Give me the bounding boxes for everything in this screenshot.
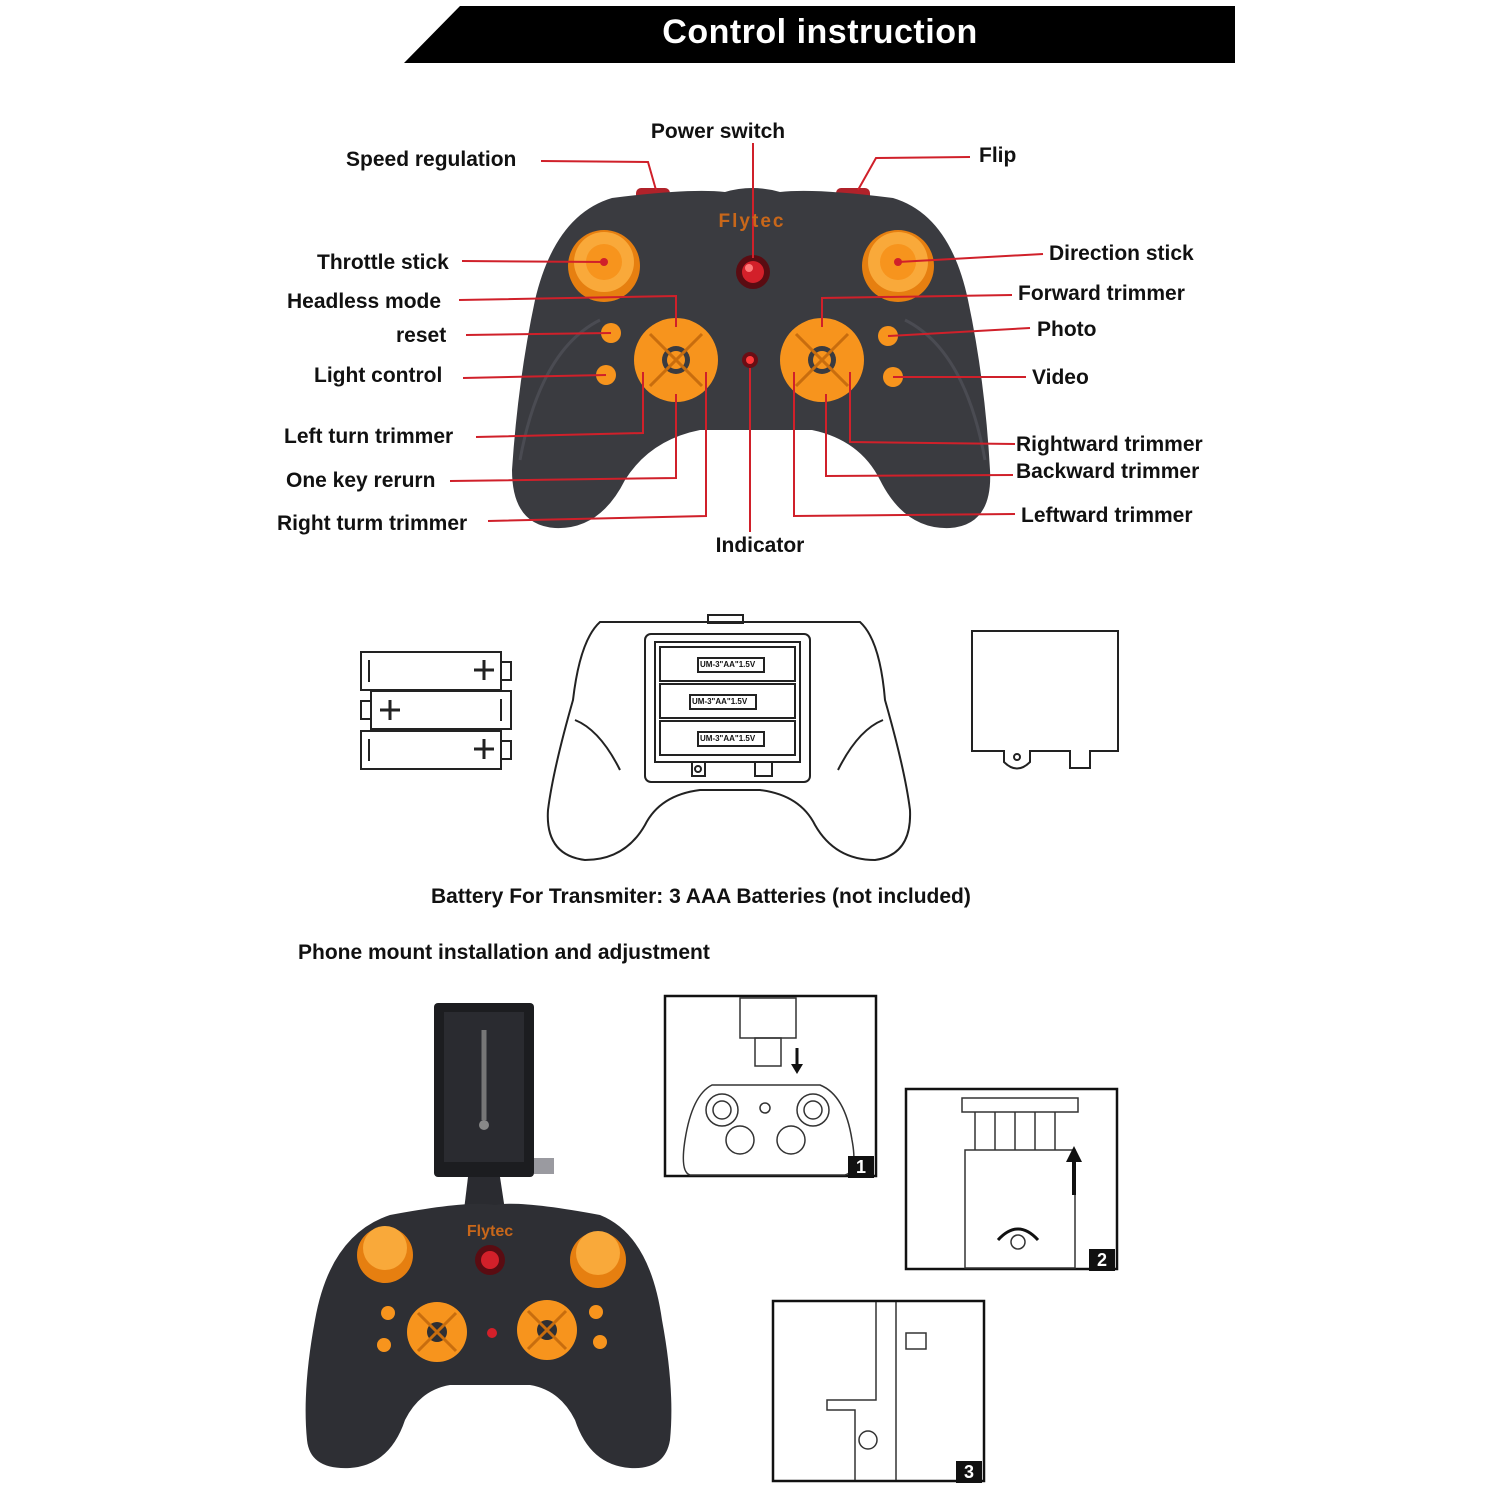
label-headless-mode: Headless mode bbox=[287, 290, 442, 313]
step-badge-2: 2 bbox=[1089, 1249, 1115, 1271]
label-rightward-trimmer: Rightward trimmer bbox=[1016, 433, 1203, 456]
label-speed-regulation: Speed regulation bbox=[346, 148, 517, 171]
label-throttle-stick: Throttle stick bbox=[317, 251, 449, 274]
label-forward-trimmer: Forward trimmer bbox=[1018, 282, 1185, 305]
label-video: Video bbox=[1032, 366, 1089, 389]
callout-lines bbox=[449, 143, 1044, 532]
phone-mount-controller-brand: Flytec bbox=[466, 1223, 514, 1240]
controller-brand: Flytec bbox=[718, 211, 786, 232]
label-light-control: Light control bbox=[314, 364, 443, 387]
page-title: Control instruction bbox=[662, 13, 978, 51]
battery-cell-label-1: UM-3"AA"1.5V bbox=[700, 660, 756, 669]
label-flip: Flip bbox=[979, 144, 1017, 167]
label-reset: reset bbox=[396, 324, 447, 347]
battery-caption: Battery For Transmiter: 3 AAA Batteries … bbox=[431, 885, 971, 908]
label-left-turn-trimmer: Left turn trimmer bbox=[284, 425, 454, 448]
battery-cell-label-3: UM-3"AA"1.5V bbox=[700, 734, 756, 743]
label-power-switch: Power switch bbox=[650, 120, 786, 143]
phone-mount-title: Phone mount installation and adjustment bbox=[298, 941, 710, 964]
header-banner bbox=[404, 6, 1235, 63]
label-direction-stick: Direction stick bbox=[1049, 242, 1194, 265]
step-badge-1: 1 bbox=[848, 1156, 874, 1178]
label-leftward-trimmer: Leftward trimmer bbox=[1021, 504, 1193, 527]
label-one-key-return: One key rerurn bbox=[286, 469, 436, 492]
label-backward-trimmer: Backward trimmer bbox=[1016, 460, 1200, 483]
label-photo: Photo bbox=[1037, 318, 1097, 341]
label-right-turn-trimmer: Right turm trimmer bbox=[277, 512, 468, 535]
step-badge-3: 3 bbox=[956, 1461, 982, 1483]
label-indicator: Indicator bbox=[715, 534, 805, 557]
battery-cell-label-2: UM-3"AA"1.5V bbox=[692, 697, 748, 706]
